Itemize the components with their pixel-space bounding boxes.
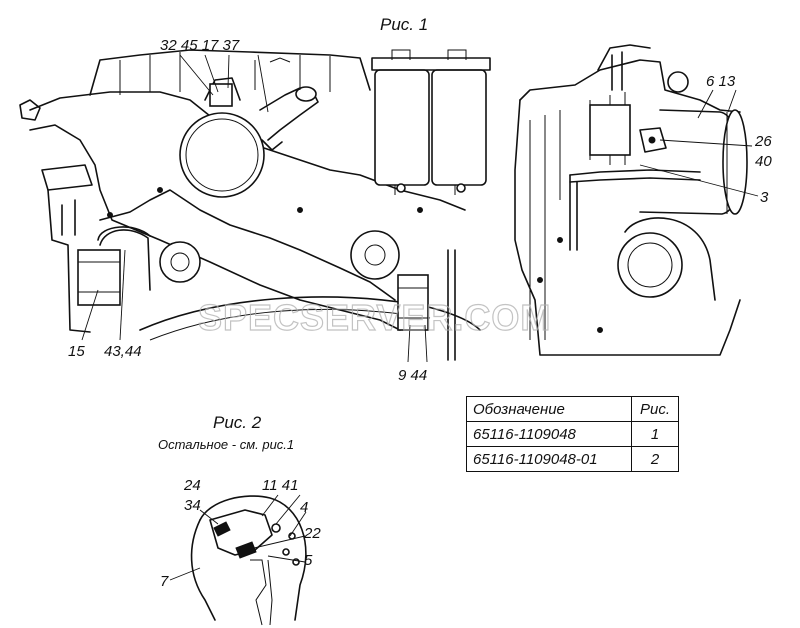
fig2-caption: Рис. 2 bbox=[213, 413, 262, 432]
callout-32-45-17-37: 32 45 17 37 bbox=[160, 37, 240, 54]
callout-15: 15 bbox=[68, 343, 85, 360]
fig2-leaders bbox=[169, 494, 307, 581]
callout-40: 40 bbox=[755, 153, 772, 170]
table-row: 65116-1109048-01 2 bbox=[466, 446, 679, 472]
fig1-left-view bbox=[19, 49, 491, 361]
fig1-right-leaders bbox=[639, 89, 759, 197]
cell-designation: 65116-1109048 bbox=[466, 421, 632, 447]
cell-fig: 2 bbox=[631, 446, 679, 472]
callout-3: 3 bbox=[760, 189, 769, 206]
callout-26: 26 bbox=[754, 133, 772, 150]
callout-11-41: 11 41 bbox=[262, 477, 298, 494]
header-fig: Рис. bbox=[631, 396, 679, 422]
callout-4: 4 bbox=[300, 499, 308, 516]
callout-43-44: 43,44 bbox=[104, 343, 142, 360]
callout-9-44-label: 9 44 bbox=[398, 367, 427, 384]
table-row: 65116-1109048 1 bbox=[466, 421, 679, 447]
callout-34: 34 bbox=[184, 497, 201, 514]
header-designation: Обозначение bbox=[466, 396, 632, 422]
cell-fig: 1 bbox=[631, 421, 679, 447]
fig2-detail-view bbox=[190, 495, 307, 626]
designation-table: Обозначение Рис. 65116-1109048 1 65116-1… bbox=[466, 396, 679, 472]
fig1-left-leaders bbox=[81, 54, 428, 363]
callout-24: 24 bbox=[183, 477, 201, 494]
fig1-right-view bbox=[514, 44, 748, 356]
fig2-note: Остальное - см. рис.1 bbox=[158, 437, 294, 452]
callout-7: 7 bbox=[160, 573, 169, 590]
watermark-text: SPECSERVER.COM bbox=[198, 297, 551, 338]
callout-6-13: 6 13 bbox=[706, 73, 736, 90]
fig1-caption: Рис. 1 bbox=[380, 15, 428, 34]
table-header-row: Обозначение Рис. bbox=[466, 396, 679, 422]
fuel-filters bbox=[371, 49, 491, 195]
callout-22: 22 bbox=[303, 525, 321, 542]
callout-5: 5 bbox=[304, 552, 313, 569]
cell-designation: 65116-1109048-01 bbox=[466, 446, 632, 472]
